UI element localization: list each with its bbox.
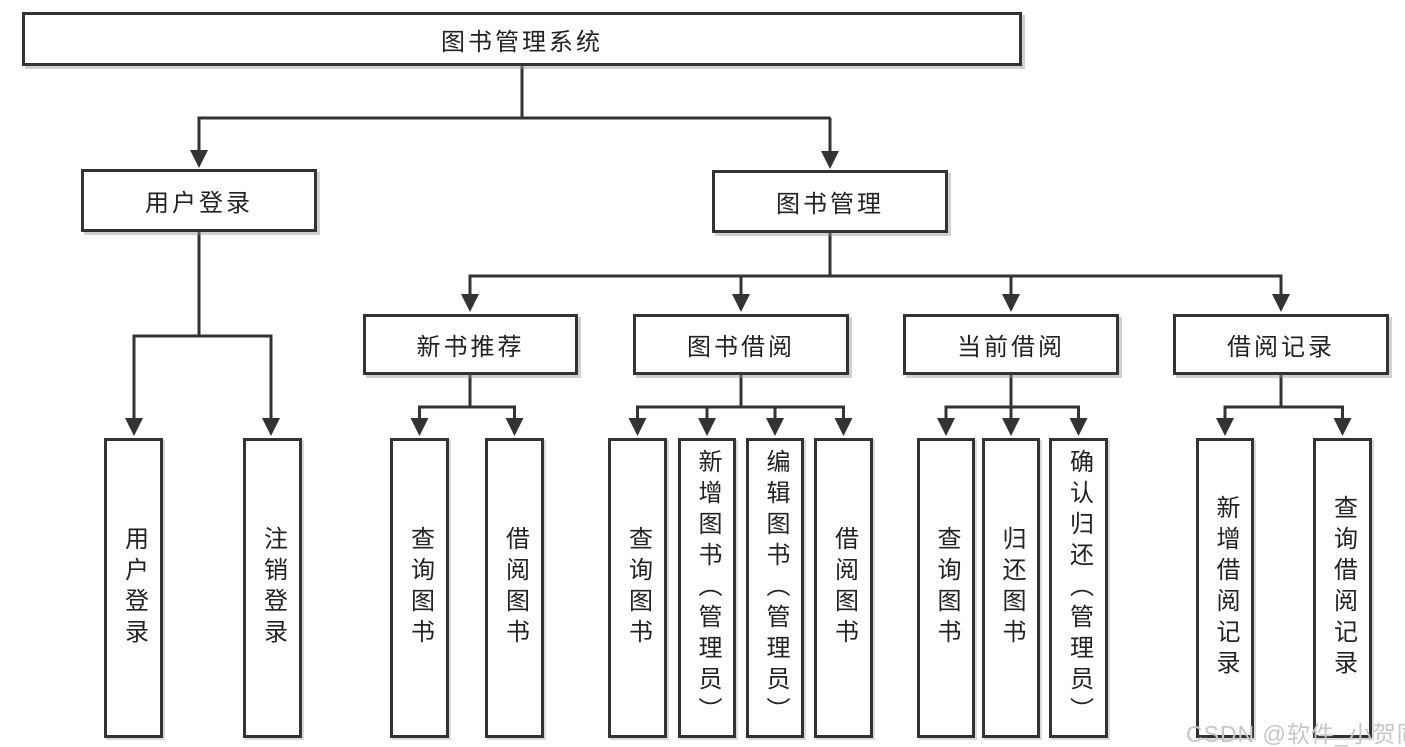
leaf-label: 查询借阅记录 <box>1329 495 1357 681</box>
leaf-label: 归还图书 <box>998 526 1025 650</box>
node-label: 图书管理系统 <box>441 28 603 56</box>
leaf-label: 注销登录 <box>259 526 287 650</box>
node-label: 借阅记录 <box>1227 334 1335 361</box>
leaf-label: 查询图书 <box>406 526 434 650</box>
leaf-logout: 注销登录 <box>243 438 302 738</box>
node-borrowing-records: 借阅记录 <box>1173 314 1389 375</box>
leaf-label: 借阅图书 <box>501 526 529 650</box>
leaf-records-add-borrow-record: 新增借阅记录 <box>1196 438 1254 738</box>
leaf-borrowing-borrow-books: 借阅图书 <box>814 438 873 738</box>
leaf-borrowing-query-books: 查询图书 <box>608 438 667 738</box>
leaf-records-query-borrow-record: 查询借阅记录 <box>1313 438 1372 738</box>
node-label: 新书推荐 <box>416 334 525 361</box>
leaf-label: 借阅图书 <box>830 526 858 650</box>
leaf-label: 新增图书（管理员） <box>694 448 721 728</box>
leaf-recommend-borrow-books: 借阅图书 <box>485 438 544 738</box>
leaf-user-login: 用户登录 <box>104 438 163 738</box>
leaf-label: 用户登录 <box>120 526 148 650</box>
leaf-current-query-books: 查询图书 <box>917 438 975 738</box>
leaf-label: 查询图书 <box>933 526 960 650</box>
leaf-recommend-query-books: 查询图书 <box>390 438 449 738</box>
node-label: 图书管理 <box>776 191 884 218</box>
leaf-borrowing-edit-books-admin: 编辑图书（管理员） <box>746 438 804 738</box>
node-label: 图书借阅 <box>687 334 795 361</box>
node-new-book-recommendation: 新书推荐 <box>363 314 578 375</box>
watermark: CSDN @软件_小贺同学 <box>1186 721 1405 747</box>
node-user-login: 用户登录 <box>81 169 317 232</box>
leaf-current-return-books: 归还图书 <box>982 438 1040 738</box>
node-label: 用户登录 <box>145 190 253 217</box>
leaf-label: 确认归还（管理员） <box>1065 448 1093 728</box>
leaf-borrowing-add-books-admin: 新增图书（管理员） <box>678 438 736 738</box>
leaf-label: 查询图书 <box>624 526 652 650</box>
node-book-borrowing: 图书借阅 <box>633 314 849 375</box>
node-label: 当前借阅 <box>957 334 1065 361</box>
node-book-management: 图书管理 <box>712 170 948 233</box>
node-current-borrowing: 当前借阅 <box>903 314 1119 375</box>
node-library-management-system: 图书管理系统 <box>22 12 1022 66</box>
leaf-current-confirm-return-admin: 确认归还（管理员） <box>1049 438 1108 738</box>
leaf-label: 编辑图书（管理员） <box>762 448 789 728</box>
leaf-label: 新增借阅记录 <box>1212 495 1239 681</box>
